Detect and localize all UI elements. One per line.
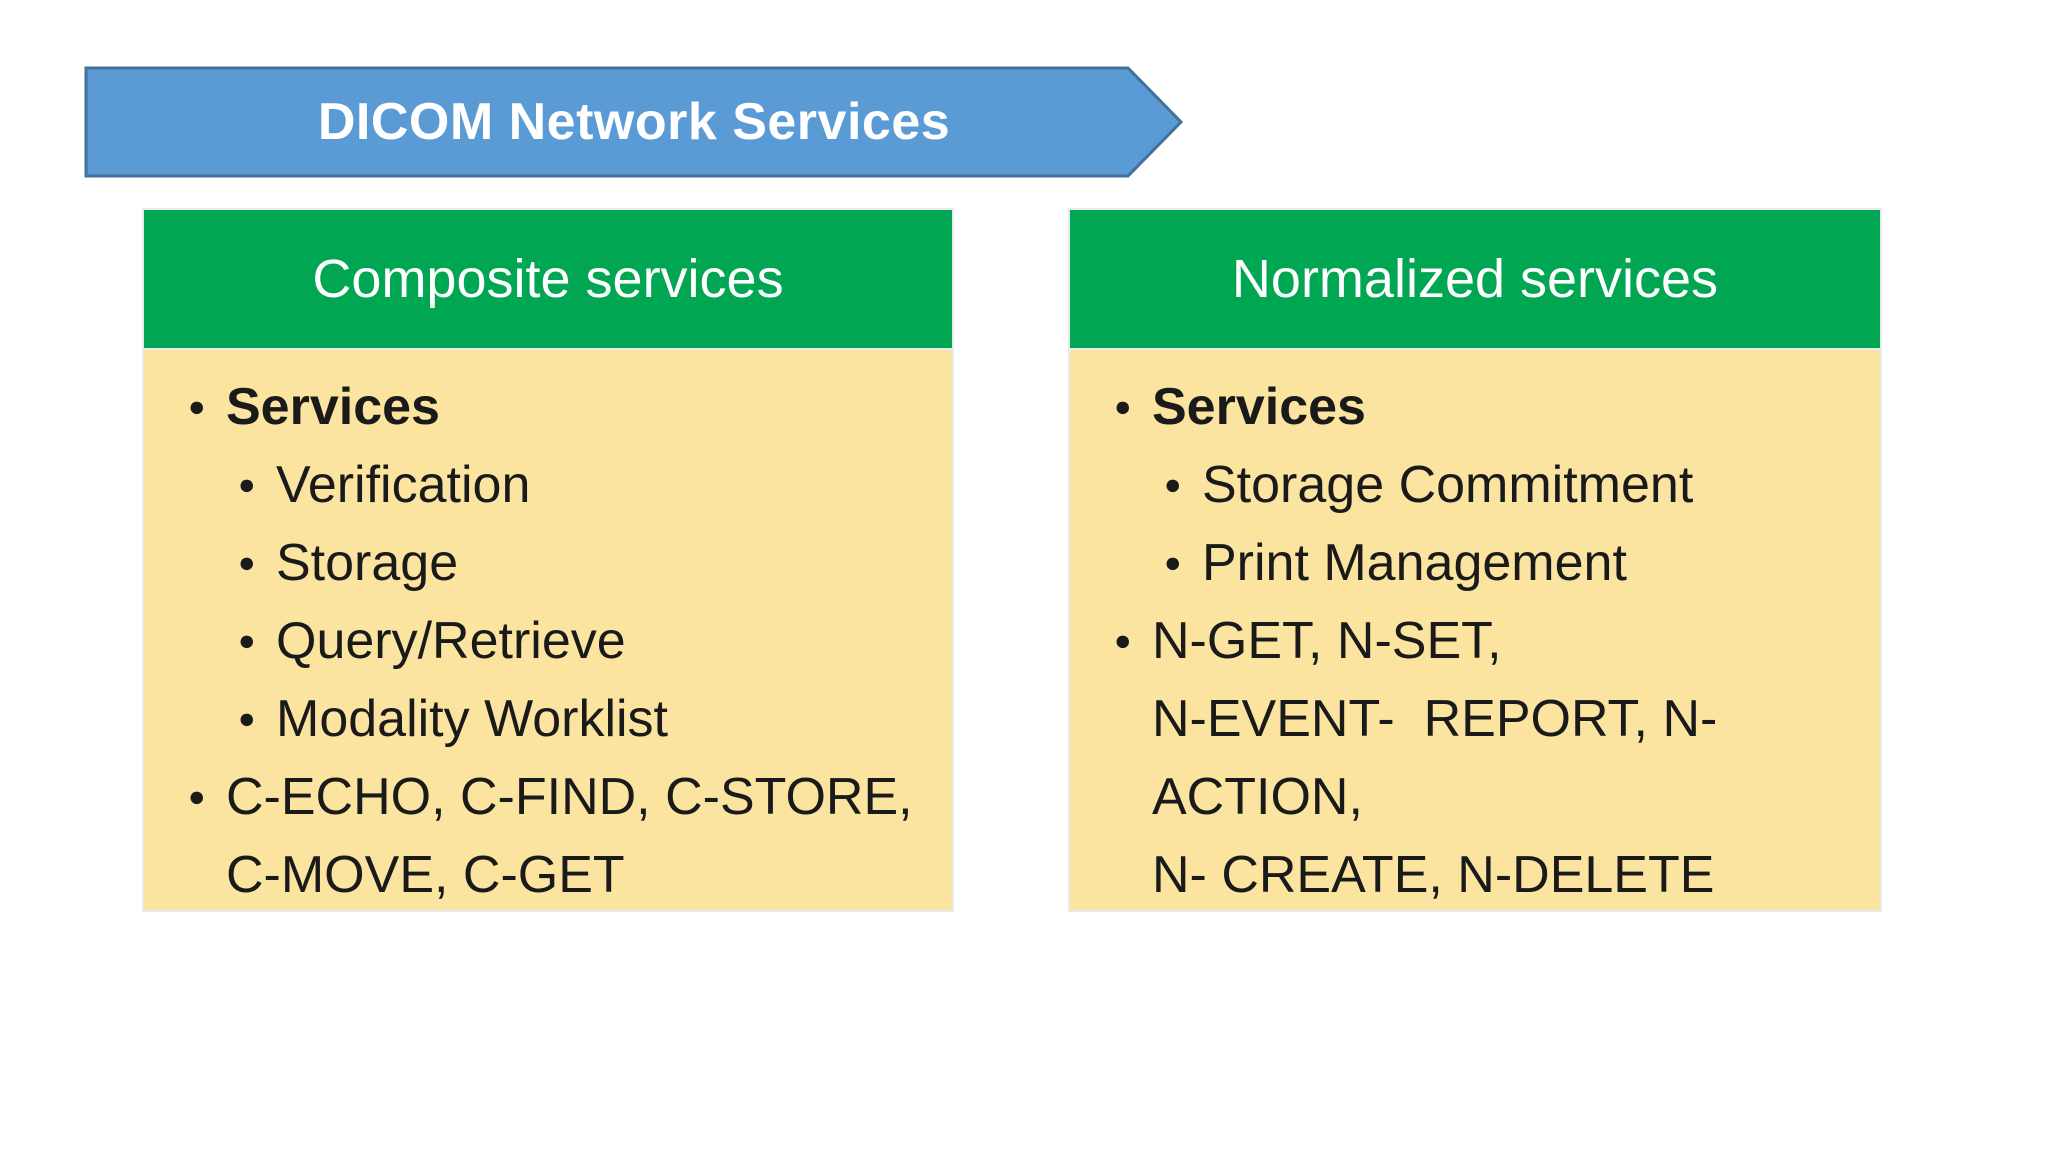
arrow-banner-shape bbox=[84, 66, 1184, 178]
list-item: Services bbox=[188, 368, 932, 446]
list-item-continuation: C-MOVE, C-GET bbox=[188, 836, 932, 914]
normalized-services-list: Services Storage Commitment Print Manage… bbox=[1070, 350, 1880, 914]
bullet-icon bbox=[238, 446, 276, 524]
list-item-continuation: N-EVENT- REPORT, N- bbox=[1114, 680, 1860, 758]
list-item: N-GET, N-SET, bbox=[1114, 602, 1860, 680]
list-item-label: Print Management bbox=[1202, 534, 1627, 592]
list-item-label: C-MOVE, C-GET bbox=[226, 846, 625, 904]
banner-title: DICOM Network Services bbox=[317, 93, 951, 151]
composite-services-list: Services Verification Storage Query/Retr… bbox=[144, 350, 952, 914]
list-item-label: Storage Commitment bbox=[1202, 456, 1694, 514]
bullet-icon bbox=[1114, 368, 1152, 446]
list-item: Services bbox=[1114, 368, 1860, 446]
list-item: Verification bbox=[238, 446, 932, 524]
list-item-label: ACTION, bbox=[1152, 768, 1363, 826]
list-item-label: Verification bbox=[276, 456, 531, 514]
list-item: Storage Commitment bbox=[1164, 446, 1860, 524]
composite-services-header: Composite services bbox=[144, 210, 952, 350]
list-item-label: N-GET, N-SET, bbox=[1152, 612, 1502, 670]
bullet-icon bbox=[188, 368, 226, 446]
list-item: Modality Worklist bbox=[238, 680, 932, 758]
list-item-label: C-ECHO, C-FIND, C-STORE, bbox=[226, 768, 913, 826]
list-item: C-ECHO, C-FIND, C-STORE, bbox=[188, 758, 932, 836]
list-item-label: N- CREATE, N-DELETE bbox=[1152, 846, 1715, 904]
list-item-continuation: N- CREATE, N-DELETE bbox=[1114, 836, 1860, 914]
bullet-icon bbox=[188, 758, 226, 836]
list-item: Query/Retrieve bbox=[238, 602, 932, 680]
bullet-icon bbox=[1164, 524, 1202, 602]
list-item-label: Services bbox=[1152, 378, 1366, 436]
bullet-icon bbox=[238, 602, 276, 680]
list-item-label: N-EVENT- REPORT, N- bbox=[1152, 690, 1718, 748]
bullet-icon bbox=[1114, 602, 1152, 680]
list-item-label: Query/Retrieve bbox=[276, 612, 626, 670]
normalized-services-header: Normalized services bbox=[1070, 210, 1880, 350]
bullet-icon bbox=[238, 524, 276, 602]
bullet-icon bbox=[1164, 446, 1202, 524]
list-item-label: Services bbox=[226, 378, 440, 436]
normalized-services-box: Normalized services Services Storage Com… bbox=[1068, 208, 1882, 912]
list-item: Storage bbox=[238, 524, 932, 602]
list-item-label: Storage bbox=[276, 534, 459, 592]
list-item: Print Management bbox=[1164, 524, 1860, 602]
arrow-right-icon bbox=[84, 66, 1184, 178]
composite-services-box: Composite services Services Verification… bbox=[142, 208, 954, 912]
bullet-icon bbox=[238, 680, 276, 758]
list-item-continuation: ACTION, bbox=[1114, 758, 1860, 836]
arrow-banner: DICOM Network Services bbox=[84, 66, 1184, 178]
list-item-label: Modality Worklist bbox=[276, 690, 669, 748]
